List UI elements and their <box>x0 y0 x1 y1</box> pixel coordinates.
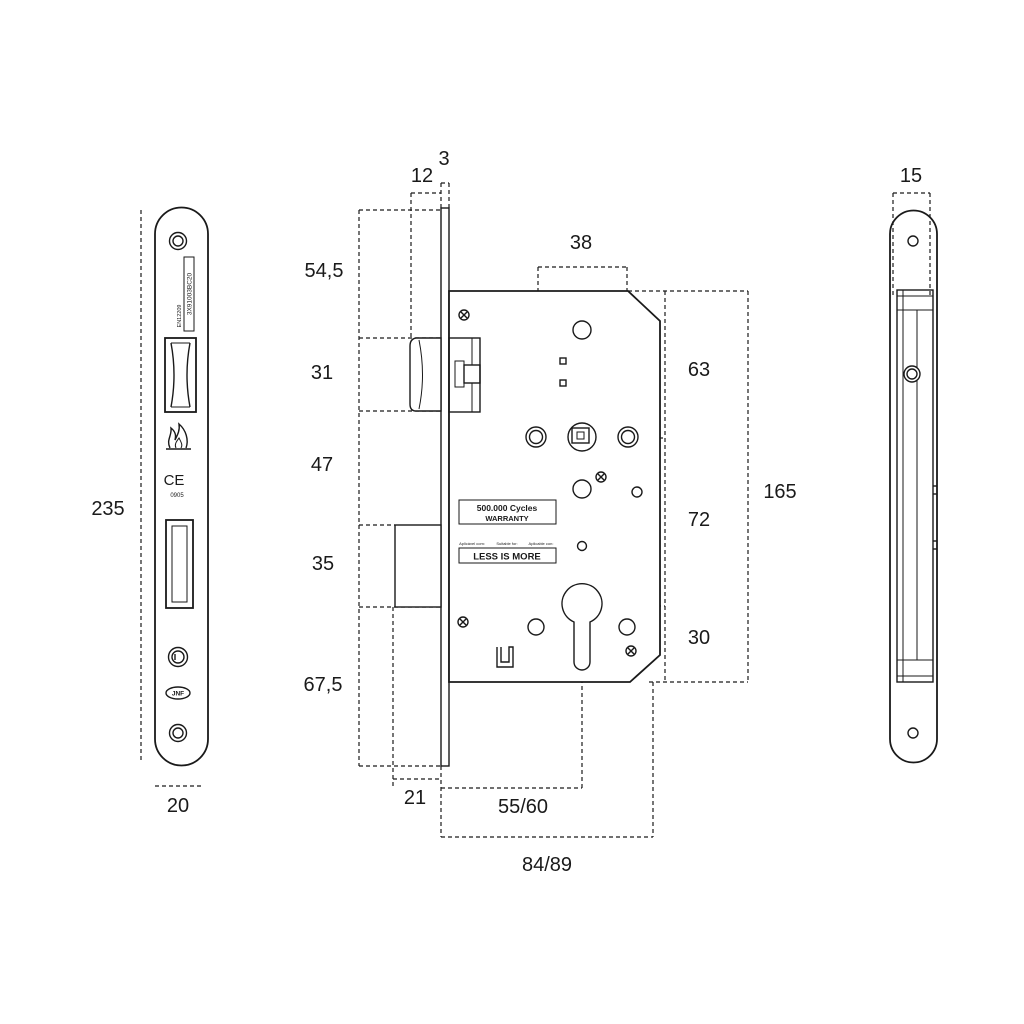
dim-faceplate-width: 20 <box>167 795 189 817</box>
edge-view-case <box>896 289 937 683</box>
compat-label: Suitable for: <box>496 541 517 546</box>
dim-follower-to-cylinder: 72 <box>688 509 710 531</box>
dim-case-thickness: 15 <box>900 165 922 187</box>
warranty-line-2: WARRANTY <box>485 514 528 523</box>
warranty-label: 500.000 Cycles WARRANTY <box>458 499 557 525</box>
dim-latch-to-bolt: 47 <box>311 454 333 476</box>
case-hole-lower-left <box>527 618 545 636</box>
slogan: LESS IS MORE <box>473 552 541 563</box>
edge-view-bottom-hole <box>907 727 919 739</box>
lever-hole-right <box>617 426 639 448</box>
dim-latch-projection: 12 <box>411 165 433 187</box>
screw-icon <box>458 309 470 321</box>
faceplate-bottom-screw-hole <box>168 723 188 743</box>
ce-mark: CE <box>164 472 185 489</box>
warranty-line-1: 500.000 Cycles <box>477 503 538 513</box>
faceplate-top-screw-hole <box>168 231 188 251</box>
case-bracket <box>496 646 514 668</box>
latch-opening <box>164 337 197 413</box>
classification-code: 3X91003BC20 <box>187 272 194 315</box>
dim-bolt-projection: 21 <box>404 787 426 809</box>
case-hole-small <box>576 540 588 552</box>
cylinder-hole <box>167 646 189 668</box>
dim-top-to-follower: 63 <box>688 359 710 381</box>
dim-cylinder-to-bottom: 30 <box>688 627 710 649</box>
edge-view-hub-hole <box>903 365 921 383</box>
deadbolt-opening <box>165 519 194 609</box>
cylinder-profile <box>561 582 603 671</box>
dim-case-depth: 84/89 <box>522 854 572 876</box>
lock-edge-view: 15 <box>889 165 938 764</box>
dim-backset: 55/60 <box>498 796 548 818</box>
deadbolt <box>394 524 442 608</box>
lever-hole-left <box>525 426 547 448</box>
brand-logo-text: JNF <box>172 691 184 698</box>
case-slot <box>559 357 567 365</box>
case-hole-top <box>572 320 592 340</box>
follower-hub <box>567 422 597 452</box>
faceplate-edge <box>440 207 450 767</box>
standard-mark: EN12209 <box>177 305 183 328</box>
edge-view-top-hole <box>907 235 919 247</box>
compat-label: Aplicable con: <box>529 541 554 546</box>
dim-faceplate-thickness: 3 <box>438 148 449 170</box>
case-hole-middle <box>572 479 592 499</box>
notified-body-number: 0905 <box>170 493 184 499</box>
dim-case-height: 165 <box>763 481 796 503</box>
case-hole-lower-right <box>618 618 636 636</box>
slogan-label: Aplicável com: Suitable for: Aplicable c… <box>458 541 557 564</box>
faceplate-outline <box>154 206 209 767</box>
dim-lever-hole-spacing: 38 <box>570 232 592 254</box>
latch-bolt <box>409 337 481 413</box>
brand-logo: JNF <box>165 686 191 700</box>
case-hole-small <box>631 486 643 498</box>
dim-bolt-to-bottom: 67,5 <box>304 674 343 696</box>
screw-icon <box>625 645 637 657</box>
classification-code-box <box>183 256 195 332</box>
screw-icon <box>457 616 469 628</box>
compat-label: Aplicável com: <box>459 541 485 546</box>
dim-top-to-latch: 54,5 <box>305 260 344 282</box>
dim-faceplate-length: 235 <box>91 498 124 520</box>
edge-view-plate-outline <box>889 209 938 764</box>
screw-icon <box>595 471 607 483</box>
faceplate-front-view: 3X91003BC20 EN12209 CE 0905 JNF <box>91 206 209 817</box>
fire-rated-icon <box>166 422 191 450</box>
case-slot <box>559 379 567 387</box>
lock-side-view: 500.000 Cycles WARRANTY Aplicável com: S… <box>304 148 797 876</box>
dim-bolt-height: 35 <box>312 553 334 575</box>
lock-case <box>448 290 661 683</box>
dim-latch-height: 31 <box>311 362 333 384</box>
